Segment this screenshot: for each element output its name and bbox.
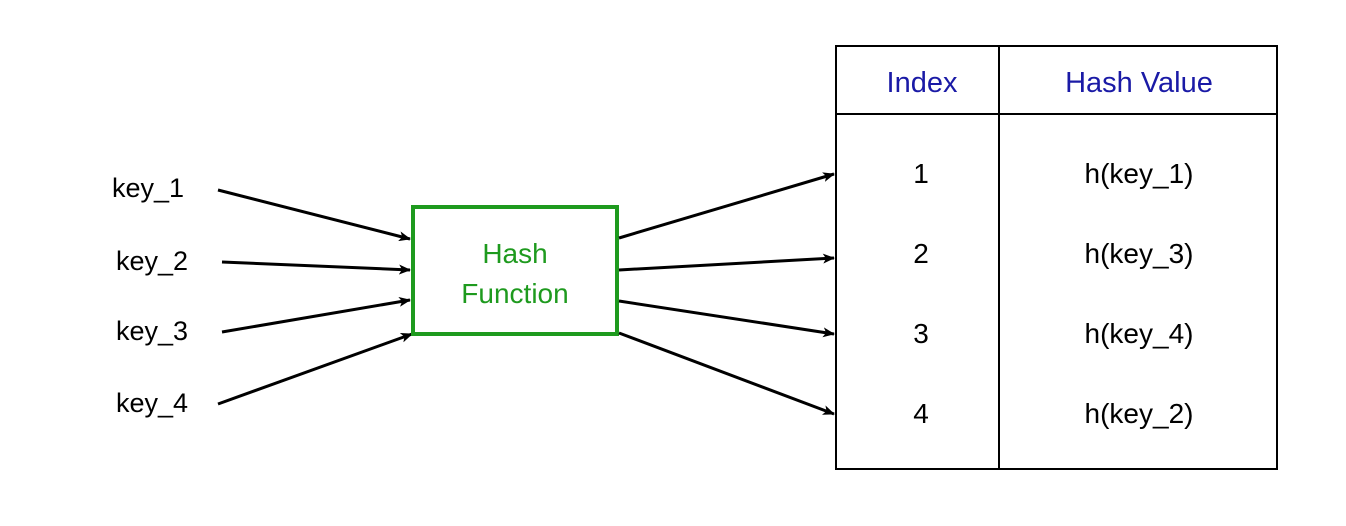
input-arrow-4 bbox=[217, 332, 413, 406]
key-label-4: key_4 bbox=[116, 388, 188, 418]
column-header-index: Index bbox=[887, 67, 958, 99]
table-row: 4 h(key_2) bbox=[913, 398, 1193, 429]
hash-function-box bbox=[411, 205, 619, 336]
hash-value-cell: h(key_2) bbox=[1085, 398, 1194, 429]
hash-table: Index Hash Value 1 h(key_1) 2 h(key_3) 3… bbox=[835, 45, 1278, 470]
index-cell: 1 bbox=[913, 158, 929, 189]
output-arrow-1 bbox=[618, 172, 835, 240]
index-cell: 2 bbox=[913, 238, 929, 269]
output-arrow-4 bbox=[618, 331, 835, 416]
hash-value-cell: h(key_3) bbox=[1085, 238, 1194, 269]
hash-value-cell: h(key_4) bbox=[1085, 318, 1194, 349]
key-label-2: key_2 bbox=[116, 246, 188, 276]
hash-function-label-line2: Function bbox=[461, 278, 568, 309]
index-cell: 3 bbox=[913, 318, 929, 349]
index-cell: 4 bbox=[913, 398, 929, 429]
output-arrow-2 bbox=[618, 253, 835, 272]
input-arrow-1 bbox=[217, 188, 411, 242]
hash-function-label-line1: Hash bbox=[482, 238, 547, 269]
hash-value-cell: h(key_1) bbox=[1085, 158, 1194, 189]
input-arrow-2 bbox=[221, 260, 411, 275]
key-label-3: key_3 bbox=[116, 316, 188, 346]
input-arrow-3 bbox=[221, 296, 411, 334]
table-row: 2 h(key_3) bbox=[913, 238, 1193, 269]
table-border bbox=[835, 45, 1278, 470]
table-row: 1 h(key_1) bbox=[913, 158, 1193, 189]
output-arrow-3 bbox=[618, 299, 835, 338]
table-row: 3 h(key_4) bbox=[913, 318, 1193, 349]
column-header-hash-value: Hash Value bbox=[1065, 67, 1213, 99]
key-label-1: key_1 bbox=[112, 173, 184, 203]
